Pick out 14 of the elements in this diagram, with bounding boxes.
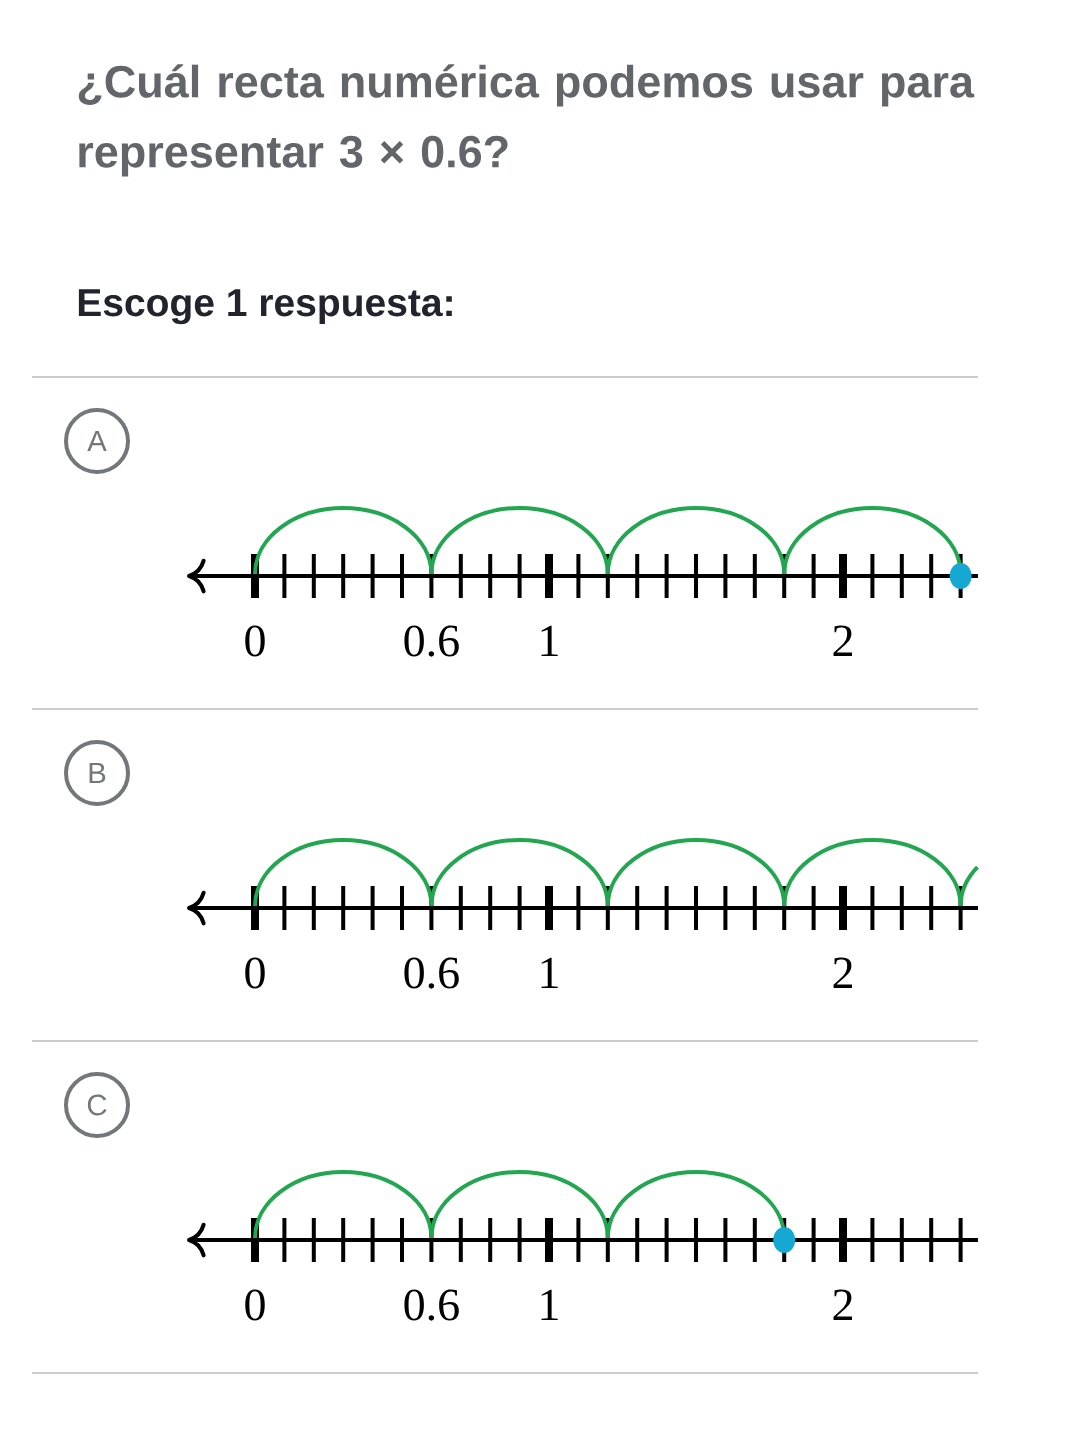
tick-label: 1 [541, 625, 558, 656]
instruction-text: Escoge 1 respuesta: [78, 289, 452, 325]
tick-label: 0.6 [404, 1289, 459, 1321]
tick-label: 1 [541, 957, 558, 988]
tick-label: 2 [833, 957, 852, 988]
tick-label: 0 [245, 1289, 265, 1321]
question-text: ¿Cuál recta numérica podemos usar para representar 3 × 0.6? [78, 64, 975, 177]
tick-label: 2 [833, 1289, 852, 1320]
tick-label: 0.6 [404, 957, 459, 989]
tick-label: 1 [541, 1289, 558, 1320]
tick-label: 2 [833, 625, 852, 656]
tick-label: 0.6 [404, 625, 459, 657]
tick-label: 0 [245, 957, 265, 989]
tick-label: 0 [245, 625, 265, 657]
